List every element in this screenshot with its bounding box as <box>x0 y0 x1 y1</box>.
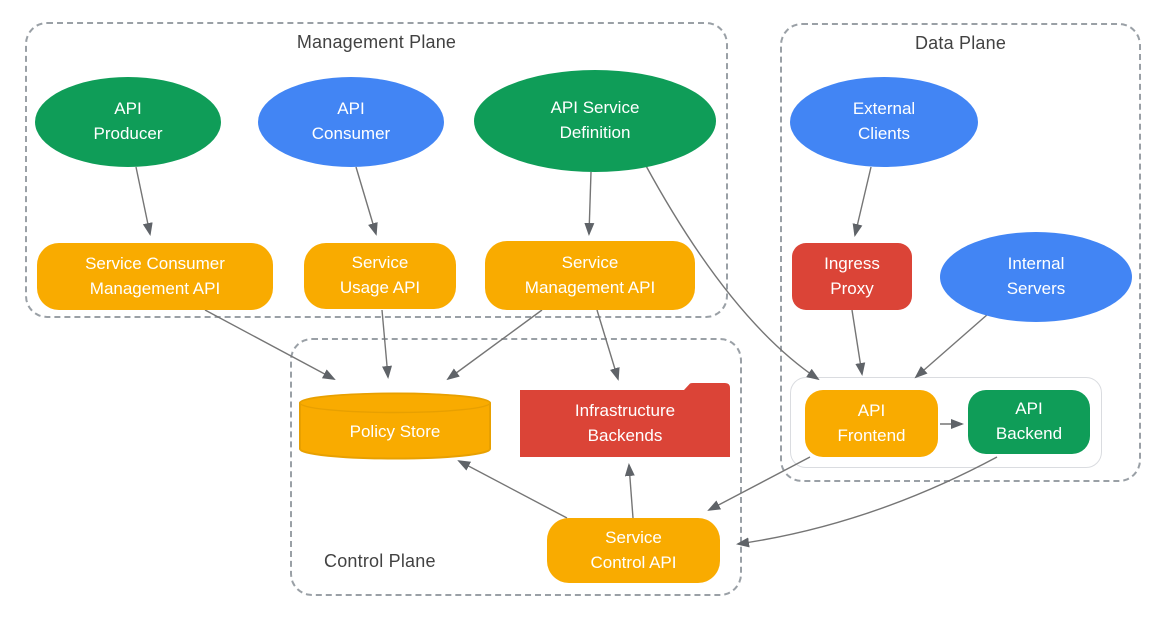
node-internal-servers: Internal Servers <box>940 232 1132 322</box>
node-service-usage-api: Service Usage API <box>304 243 456 309</box>
node-service-control-api-label: Service Control API <box>590 527 677 572</box>
node-policy-store: Policy Store <box>296 390 494 466</box>
node-api-frontend: API Frontend <box>805 390 938 457</box>
node-internal-servers-label: Internal Servers <box>1006 254 1066 298</box>
cylinder-shape <box>299 392 491 460</box>
node-external-clients: External Clients <box>790 77 978 167</box>
node-api-backend-label: API Backend <box>995 399 1063 443</box>
node-api-frontend-label: API Frontend <box>837 400 906 445</box>
node-ingress-proxy-label: Ingress Proxy <box>824 253 880 298</box>
node-policy-store-label: Policy Store <box>349 421 441 441</box>
management-plane-title: Management Plane <box>296 32 457 52</box>
node-api-service-definition: API Service Definition <box>474 70 716 172</box>
node-service-consumer-management-api: Service Consumer Management API <box>37 243 273 310</box>
folder-shape <box>520 383 730 457</box>
node-service-usage-api-label: Service Usage API <box>339 253 421 297</box>
node-service-management-api-label: Service Management API <box>524 252 656 297</box>
node-infrastructure-backends: Infrastructure Backends <box>518 380 732 458</box>
node-api-producer: API Producer <box>35 77 221 167</box>
node-service-management-api: Service Management API <box>485 241 695 310</box>
node-service-control-api: Service Control API <box>547 518 720 583</box>
node-api-producer-label: API Producer <box>93 99 163 143</box>
node-service-consumer-management-api-label: Service Consumer Management API <box>85 253 225 298</box>
node-external-clients-label: External Clients <box>852 99 916 143</box>
data-plane-title: Data Plane <box>914 33 1007 53</box>
node-api-service-definition-label: API Service Definition <box>550 98 640 142</box>
node-api-backend: API Backend <box>968 390 1090 454</box>
node-ingress-proxy: Ingress Proxy <box>792 243 912 310</box>
node-infrastructure-backends-label: Infrastructure Backends <box>574 400 676 445</box>
node-api-consumer: API Consumer <box>258 77 444 167</box>
node-api-consumer-label: API Consumer <box>311 99 391 143</box>
control-plane-title: Control Plane <box>324 551 436 571</box>
